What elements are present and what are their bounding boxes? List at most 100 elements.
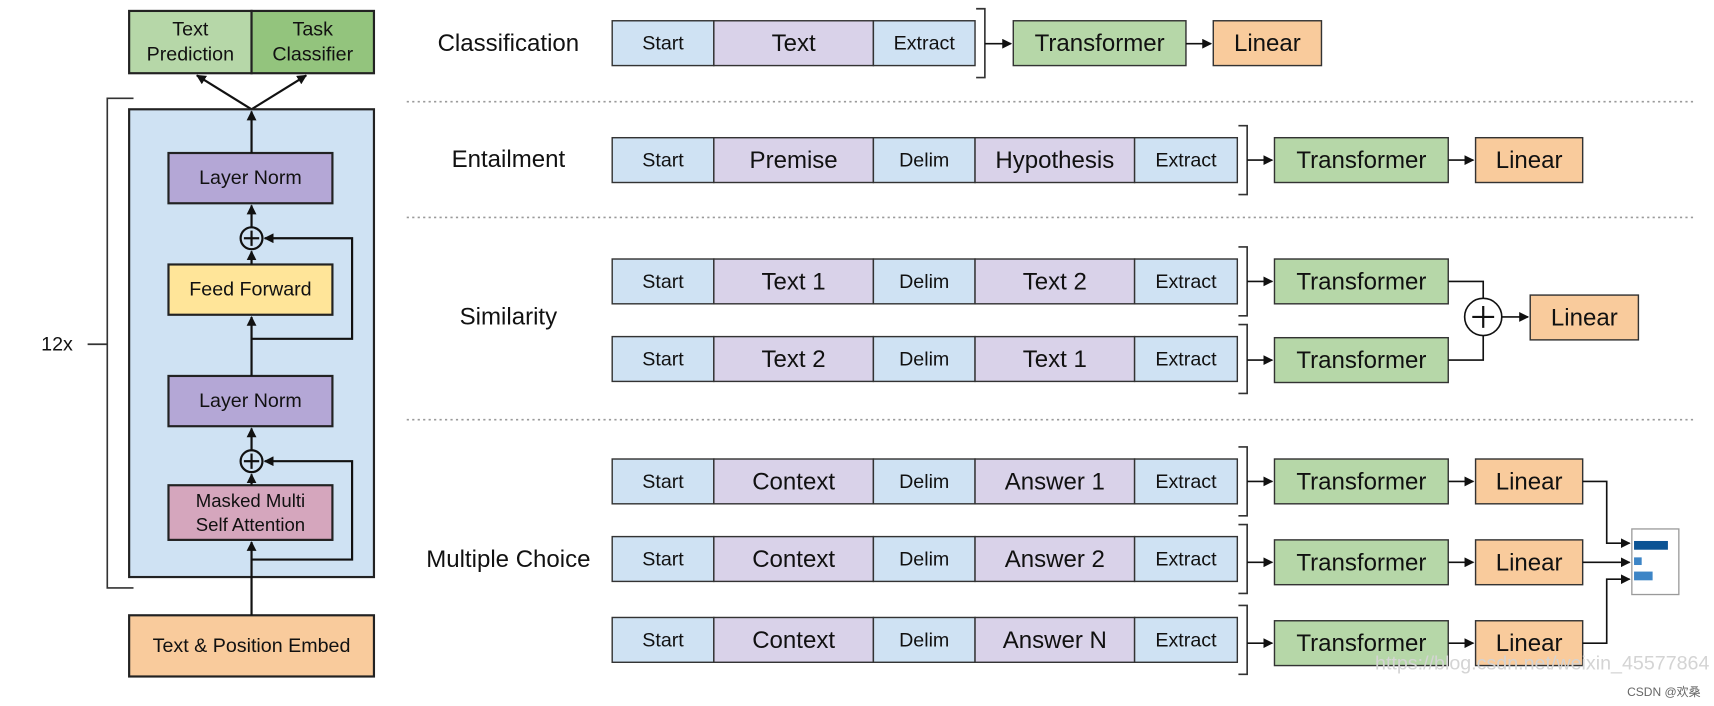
layer-norm-top: Layer Norm [167, 151, 334, 205]
repeat-label: 12x [41, 333, 73, 355]
sequence-bracket [1238, 446, 1248, 517]
wire-linear-1-to-softmax [1582, 480, 1631, 549]
watermark-credit: CSDN @欢桑 [1627, 684, 1701, 699]
transformer-box [1273, 458, 1449, 505]
attention-line-1: Masked Multi [196, 490, 305, 511]
token-label: Text 1 [1023, 346, 1087, 373]
task-label: Classification [438, 30, 580, 57]
transformer-box [1012, 20, 1187, 67]
token-label: Context [752, 546, 835, 573]
token-label: Delim [899, 629, 949, 651]
linear-box [1474, 136, 1584, 184]
token-label: Answer N [1003, 627, 1107, 654]
task-multiple-choice: Multiple Choice Start Context Delim Answ… [426, 446, 1680, 676]
watermark-url: https://blog.csdn.net/weixin_45577864 [1375, 652, 1709, 674]
softmax-distribution-icon [1631, 528, 1680, 596]
transformer-label: Transformer [1296, 630, 1426, 657]
layer-norm-bottom: Layer Norm [167, 374, 334, 428]
residual-connection-attention [251, 456, 354, 561]
text-prediction-head: Text Prediction [128, 9, 253, 75]
token-label: Extract [1155, 471, 1217, 493]
task-label: Similarity [460, 303, 557, 330]
text-prediction-line-2: Prediction [147, 44, 234, 66]
token-label: Text 2 [1023, 268, 1087, 295]
layer-norm-bottom-label: Layer Norm [199, 390, 302, 412]
token-text-2 [713, 335, 875, 383]
linear-label: Linear [1234, 30, 1301, 57]
token-start [611, 458, 715, 505]
token-answer-n [974, 616, 1136, 663]
token-label: Text 2 [762, 346, 826, 373]
token-extract [1133, 535, 1239, 583]
token-start [611, 616, 715, 663]
feed-forward-box [167, 263, 334, 316]
repeat-bracket [106, 97, 134, 589]
feed-forward: Feed Forward [167, 263, 334, 316]
masked-self-attention: Masked Multi Self Attention [167, 484, 334, 541]
text-prediction-line-1: Text [172, 19, 209, 41]
token-extract [1133, 136, 1239, 184]
arrow-to-task-classifier [250, 74, 308, 111]
token-label: Start [642, 549, 684, 571]
token-text-1 [713, 258, 875, 305]
wire-linear-3-to-softmax [1582, 574, 1631, 644]
transformer-label: Transformer [1296, 147, 1426, 174]
attention-line-2: Self Attention [196, 514, 305, 535]
linear-box [1529, 294, 1640, 341]
layer-norm-top-label: Layer Norm [199, 167, 302, 189]
token-start [611, 258, 715, 305]
task-classification: Classification Start Text Extract Transf… [438, 7, 1323, 79]
token-label: Start [642, 271, 684, 293]
linear-label: Linear [1551, 305, 1618, 332]
linear-box [1212, 20, 1323, 67]
transformer-box [1273, 539, 1449, 586]
transformer-box [1273, 336, 1449, 384]
task-label: Multiple Choice [426, 546, 590, 573]
token-label: Start [642, 349, 684, 371]
transformer-box [1273, 258, 1449, 305]
token-label: Extract [894, 33, 956, 55]
token-label: Delim [899, 349, 949, 371]
token-answer-1 [974, 458, 1136, 505]
token-label: Answer 2 [1005, 546, 1105, 573]
token-extract [1133, 258, 1239, 305]
token-extract [872, 20, 976, 67]
transformer-label: Transformer [1296, 549, 1426, 576]
transformer-box [1273, 620, 1449, 667]
attention-box [167, 484, 334, 541]
sum-node [1463, 297, 1503, 337]
token-delim [872, 136, 976, 184]
token-label: Text 1 [762, 268, 826, 295]
embed-label: Text & Position Embed [153, 635, 351, 657]
token-label: Context [752, 627, 835, 654]
softmax-bar-2 [1634, 557, 1642, 566]
transformer-label: Transformer [1296, 468, 1426, 495]
arrow-to-text-prediction [196, 74, 253, 111]
linear-label: Linear [1496, 468, 1563, 495]
token-label: Start [642, 629, 684, 651]
merge-wire-bottom [1448, 335, 1485, 361]
transformer-label: Transformer [1035, 30, 1165, 57]
linear-label: Linear [1496, 147, 1563, 174]
token-label: Answer 1 [1005, 468, 1105, 495]
token-label: Delim [899, 150, 949, 172]
token-label: Extract [1155, 549, 1217, 571]
residual-connection-feed-forward [251, 233, 354, 340]
token-label: Extract [1155, 271, 1217, 293]
task-entailment: Entailment Start Premise Delim Hypothesi… [452, 124, 1584, 196]
task-similarity: Similarity Start Text 1 Delim Text 2 Ext… [460, 246, 1640, 395]
sequence-bracket [976, 7, 986, 79]
token-premise [713, 136, 875, 184]
token-extract [1133, 335, 1239, 383]
token-context [713, 616, 875, 663]
token-delim [872, 458, 976, 505]
token-start [611, 136, 715, 184]
token-label: Start [642, 150, 684, 172]
token-hypothesis [974, 136, 1136, 184]
sequence-bracket [1238, 124, 1248, 196]
feed-forward-label: Feed Forward [189, 279, 311, 301]
token-text [713, 20, 875, 67]
transformer-label: Transformer [1296, 347, 1426, 374]
linear-label: Linear [1496, 630, 1563, 657]
